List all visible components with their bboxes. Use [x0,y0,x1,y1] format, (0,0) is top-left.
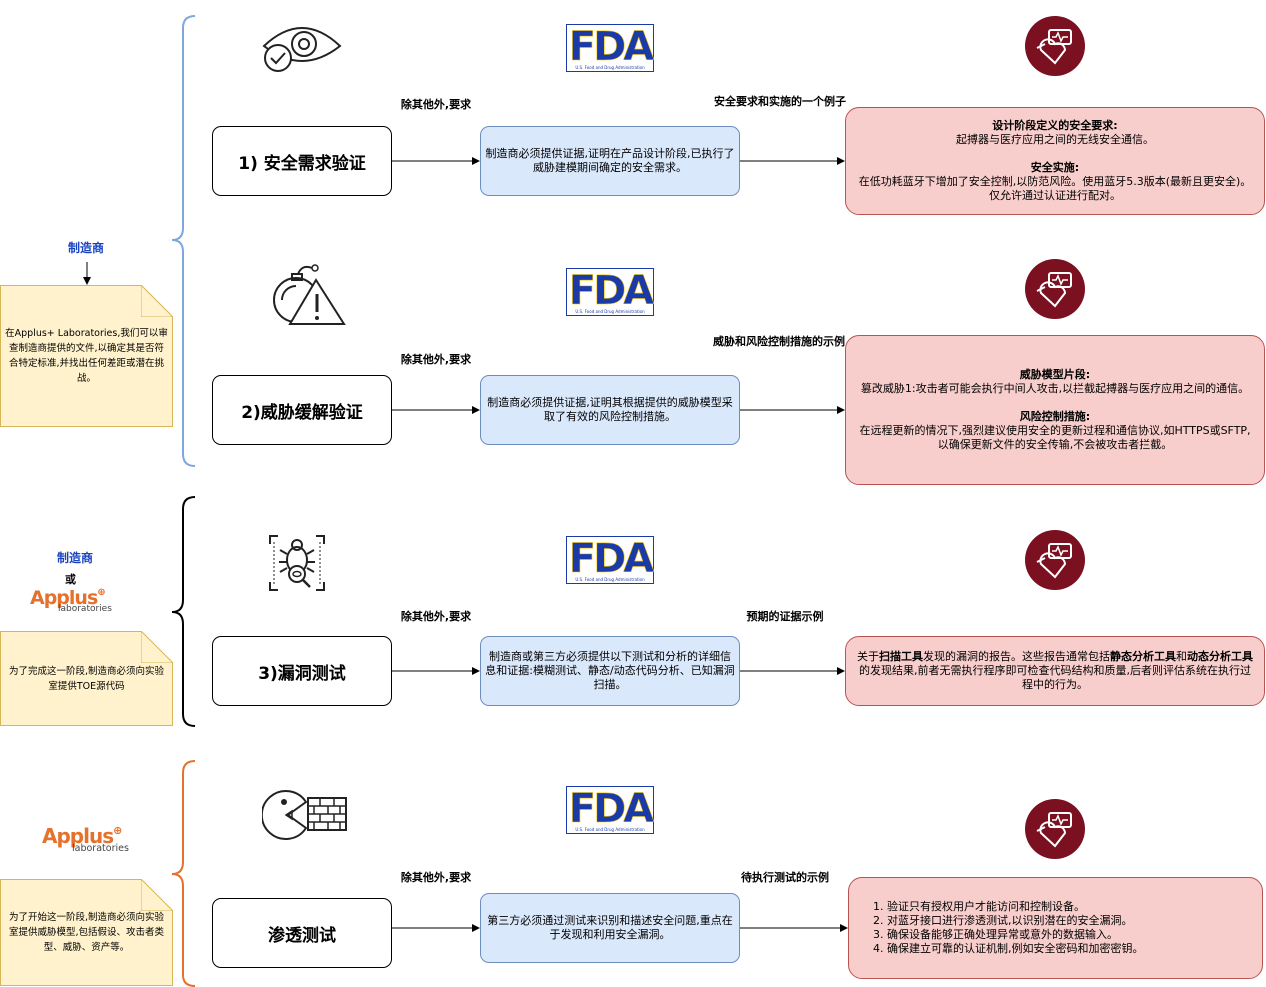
example-box: 设计阶段定义的安全要求: 起搏器与医疗应用之间的无线安全通信。 安全实施: 在低… [845,107,1265,215]
applus-logo: Applus⊕ laboratories [42,824,129,854]
svg-text:FDA: FDA [569,268,654,314]
eye-check-icon [262,27,342,72]
step-box: 渗透测试 [212,898,392,968]
applus-logo-sub: laboratories [58,604,112,614]
note-1: 在Applus+ Laboratories,我们可以审查制造商提供的文件,以确定… [0,285,173,427]
example-label: 威胁和风险控制措施的示例 [713,335,845,348]
example-text: 关于扫描工具发现的漏洞的报告。这些报告通常包括静态分析工具和动态分析工具的发现结… [857,650,1253,691]
svg-text:U.S. Food and Drug Administrat: U.S. Food and Drug Administration [575,65,645,70]
manufacturer-label: 制造商 [67,241,104,255]
note-fold-icon [141,285,173,317]
example-text: 在低功耗蓝牙下增加了安全控制,以防范风险。使用蓝牙5.3版本(最新且更安全)。仅… [858,175,1252,202]
note-3: 为了开始这一阶段,制造商必须向实验室提供威胁模型,包括假设、攻击者类型、威胁、资… [0,879,173,986]
applus-logo-sub: laboratories [72,843,129,854]
heart-device-icon [1025,530,1085,590]
svg-text:U.S. Food and Drug Administrat: U.S. Food and Drug Administration [575,827,645,832]
requirement-box: 制造商必须提供证据,证明在产品设计阶段,已执行了威胁建模期间确定的安全需求。 [480,126,740,196]
example-heading: 威胁模型片段: [1019,368,1091,381]
requirement-label: 除其他外,要求 [400,610,472,623]
step-box: 3)漏洞测试 [212,636,392,706]
heart-device-icon [1025,799,1085,859]
bracket-1 [171,15,196,467]
example-heading: 风险控制措施: [1019,410,1091,423]
bug-scan-icon [269,535,325,591]
requirement-box: 第三方必须通过测试来识别和描述安全问题,重点在于发现和利用安全漏洞。 [480,893,740,963]
svg-text:FDA: FDA [569,24,654,70]
svg-text:FDA: FDA [569,536,654,582]
fda-logo: FDA U.S. Food and Drug Administration [566,536,654,584]
requirement-box: 制造商或第三方必须提供以下测试和分析的详细信息和证据:模糊测试、静态/动态代码分… [480,636,740,706]
note-2-text: 为了完成这一阶段,制造商必须向实验室提供TOE源代码 [8,665,165,692]
fda-logo: FDA U.S. Food and Drug Administration [566,786,654,834]
list-item: 验证只有授权用户才能访问和控制设备。 [887,900,1252,914]
example-box: 验证只有授权用户才能访问和控制设备。 对蓝牙接口进行渗透测试,以识别潜在的安全漏… [848,877,1263,979]
or-label: 或 [65,573,76,586]
test-list: 验证只有授权用户才能访问和控制设备。 对蓝牙接口进行渗透测试,以识别潜在的安全漏… [859,900,1252,956]
example-label: 待执行测试的示例 [741,871,829,884]
list-item: 确保设备能够正确处理异常或意外的数据输入。 [887,928,1252,942]
note-1-text: 在Applus+ Laboratories,我们可以审查制造商提供的文件,以确定… [5,328,168,384]
step-box: 1) 安全需求验证 [212,126,392,196]
applus-logo-main: Applus [42,824,114,848]
example-text: 篡改威胁1:攻击者可能会执行中间人攻击,以拦截起搏器与医疗应用之间的通信。 [860,382,1250,395]
pacman-firewall-icon [262,790,347,840]
requirement-label: 除其他外,要求 [400,871,472,884]
svg-text:FDA: FDA [569,786,654,832]
bracket-2 [171,496,196,727]
fda-logo: FDA U.S. Food and Drug Administration [566,268,654,316]
list-item: 对蓝牙接口进行渗透测试,以识别潜在的安全漏洞。 [887,914,1252,928]
example-box: 威胁模型片段: 篡改威胁1:攻击者可能会执行中间人攻击,以拦截起搏器与医疗应用之… [845,335,1265,485]
example-text: 起搏器与医疗应用之间的无线安全通信。 [956,133,1154,146]
applus-logo-main: Applus [30,587,98,609]
example-box: 关于扫描工具发现的漏洞的报告。这些报告通常包括静态分析工具和动态分析工具的发现结… [845,636,1265,706]
bracket-3 [171,760,196,987]
heart-device-icon [1025,259,1085,319]
applus-logo: Applus⊕ laboratories [30,587,112,614]
note-fold-icon [141,631,173,663]
example-heading: 设计阶段定义的安全要求: [992,119,1118,132]
note-fold-icon [141,879,173,911]
requirement-label: 除其他外,要求 [400,98,472,111]
list-item: 确保建立可靠的认证机制,例如安全密码和加密密钥。 [887,942,1252,956]
requirement-label: 除其他外,要求 [400,353,472,366]
bomb-warning-icon [273,264,346,325]
note-3-text: 为了开始这一阶段,制造商必须向实验室提供威胁模型,包括假设、攻击者类型、威胁、资… [8,912,165,953]
svg-text:U.S. Food and Drug Administrat: U.S. Food and Drug Administration [575,577,645,582]
heart-device-icon [1025,16,1085,76]
manufacturer-label: 制造商 [56,551,93,565]
note-2: 为了完成这一阶段,制造商必须向实验室提供TOE源代码 [0,631,173,726]
example-text: 在远程更新的情况下,强烈建议使用安全的更新过程和通信协议,如HTTPS或SFTP… [859,424,1251,451]
example-label: 预期的证据示例 [746,610,824,623]
example-label: 安全要求和实施的一个例子 [714,95,846,108]
requirement-box: 制造商必须提供证据,证明其根据提供的威胁模型采取了有效的风险控制措施。 [480,375,740,445]
fda-logo: FDA U.S. Food and Drug Administration [566,24,654,72]
step-box: 2)威胁缓解验证 [212,375,392,445]
svg-text:U.S. Food and Drug Administrat: U.S. Food and Drug Administration [575,309,645,314]
example-heading: 安全实施: [1030,161,1080,174]
